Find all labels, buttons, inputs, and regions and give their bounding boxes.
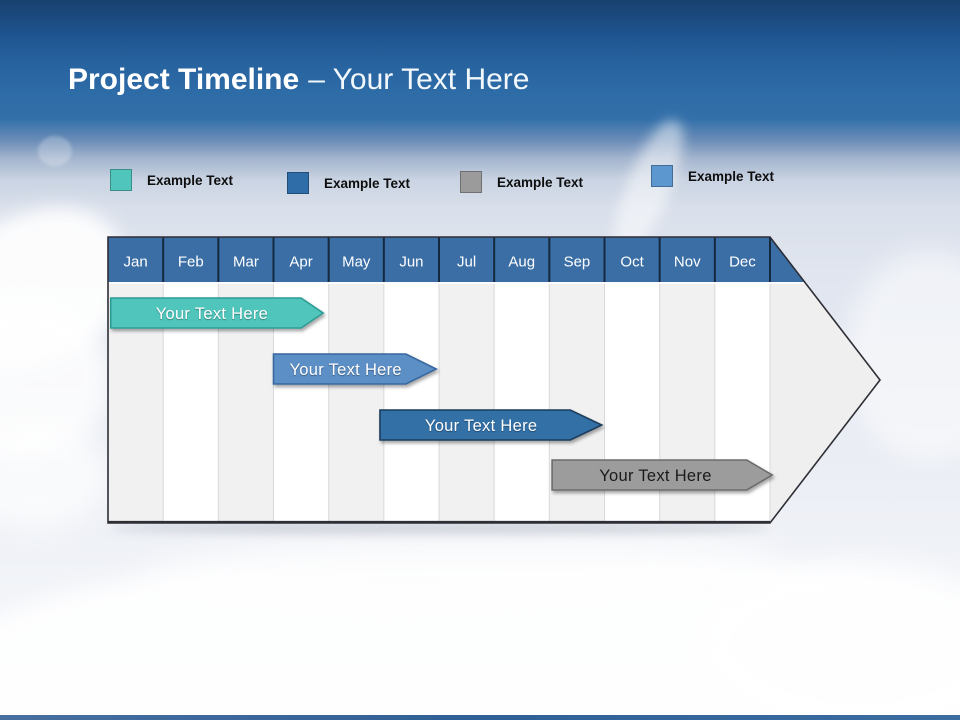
legend-item-3[interactable]: Example Text [460,171,583,193]
timeline-bar[interactable]: Your Text Here [551,459,774,491]
month-label: Oct [620,254,644,271]
month-label: Jun [399,254,423,271]
slide-title-bold: Project Timeline [68,63,300,96]
legend-label: Example Text [147,172,234,188]
month-label: Aug [508,254,535,271]
month-cell: Feb [163,237,219,282]
month-label: Feb [178,254,204,271]
month-column [328,282,384,523]
month-cell: Apr [273,237,329,282]
timeline-bar[interactable]: Your Text Here [109,297,325,329]
legend-label: Example Text [688,168,775,184]
month-column [494,282,550,523]
month-cell: Jan [108,237,164,282]
slide-title-subtitle: – Your Text Here [308,63,530,96]
month-label: Jul [457,254,476,271]
milk-droplet-decoration [38,136,72,166]
month-cell: Nov [659,237,715,282]
month-label: Sep [564,254,591,271]
legend-swatch-dark-blue [287,172,309,194]
month-label: Dec [729,254,756,271]
legend-item-4[interactable]: Example Text [651,165,774,187]
month-cell: Aug [494,237,550,282]
timeline-bar[interactable]: Your Text Here [272,353,439,385]
legend-label: Example Text [497,174,584,190]
legend-swatch-light-blue [651,165,673,187]
timeline-bar[interactable]: Your Text Here [379,409,604,441]
timeline-bar-label: Your Text Here [599,467,711,485]
slide-title[interactable]: Project Timeline– Your Text Here [68,62,529,98]
month-cell: May [328,237,384,282]
month-label: Jan [123,254,147,271]
month-cell: Jun [383,237,439,282]
timeline-shadow [110,522,770,534]
month-cell: Oct [604,237,660,282]
month-cell: Mar [218,237,274,282]
month-label: May [342,254,371,271]
slide-bottom-accent-bar [0,715,960,720]
month-label: Mar [233,254,259,271]
month-cell: Sep [549,237,605,282]
legend-item-2[interactable]: Example Text [287,172,410,194]
month-label: Nov [674,254,701,271]
milk-splash-decoration [700,560,960,720]
timeline-gantt-chart[interactable]: Jan Feb Mar Apr May Jun Jul Aug Sep Oct Nov DecYour… [104,233,888,531]
month-column [383,282,439,523]
legend-swatch-teal [110,169,132,191]
month-cell: Dec [714,237,770,282]
timeline-bar-label: Your Text Here [425,417,537,435]
timeline-bar-label: Your Text Here [156,305,268,323]
month-label: Apr [289,254,312,271]
month-cell: Jul [439,237,495,282]
legend-item-1[interactable]: Example Text [110,169,233,191]
legend-label: Example Text [324,175,411,191]
legend-swatch-gray [460,171,482,193]
month-column [439,282,495,523]
timeline-bar-label: Your Text Here [289,361,401,379]
